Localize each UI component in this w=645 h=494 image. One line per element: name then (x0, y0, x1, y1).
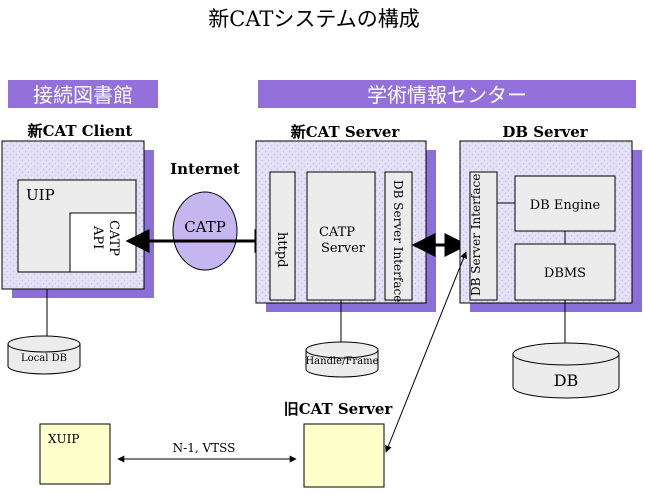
section-band-nacsis: 学術情報センター (258, 80, 636, 108)
section-label-nacsis: 学術情報センター (367, 83, 527, 107)
catp-server-line1: CATP (319, 225, 355, 240)
old-server-label: 旧CAT Server (284, 400, 394, 418)
dbms-label: DBMS (544, 266, 586, 281)
uip-label: UIP (26, 186, 55, 204)
db-engine-label: DB Engine (530, 198, 601, 213)
catp-protocol-label: CATP (184, 218, 226, 236)
oldserver-dbserver-arrow (385, 251, 467, 453)
handle-frame-label: Handle/Frame (305, 356, 378, 367)
db-label: DB (554, 371, 579, 390)
diagram-title: 新CATシステムの構成 (208, 7, 419, 31)
internet-label: Internet (170, 160, 240, 178)
local-db-label: Local DB (21, 353, 67, 364)
dbserver-db-interface-box: DB Server Interface (469, 171, 498, 301)
catp-api-box: CATP API (69, 212, 137, 273)
catp-api-line1: CATP (106, 220, 121, 256)
section-label-library: 接続図書館 (33, 83, 133, 107)
dbserver-label: DB Server (502, 123, 588, 141)
db-cylinder: DB (512, 342, 620, 399)
catp-ellipse: CATP (172, 191, 238, 271)
db-engine-box: DB Engine (514, 175, 616, 232)
dbserver-db-interface-label: DB Server Interface (469, 174, 483, 296)
catp-server-box: CATP Server (306, 171, 376, 301)
client-label: 新CAT Client (28, 122, 133, 140)
xuip-label: XUIP (48, 432, 79, 446)
xuip-link-label: N-1, VTSS (173, 441, 236, 455)
old-server-box (303, 423, 385, 488)
server-label: 新CAT Server (291, 123, 401, 141)
httpd-box: httpd (269, 171, 296, 301)
section-band-library: 接続図書館 (8, 80, 158, 108)
dbms-box: DBMS (514, 243, 616, 301)
catp-server-line2: Server (321, 241, 366, 256)
xuip-box: XUIP (39, 423, 111, 485)
httpd-label: httpd (274, 232, 289, 267)
local-db-cylinder: Local DB (7, 335, 81, 375)
handle-frame-cylinder: Handle/Frame (305, 341, 379, 378)
server-db-interface-box: DB Server Interface (384, 171, 413, 302)
catp-api-line2: API (90, 225, 105, 249)
server-db-interface-label: DB Server Interface (391, 180, 405, 302)
